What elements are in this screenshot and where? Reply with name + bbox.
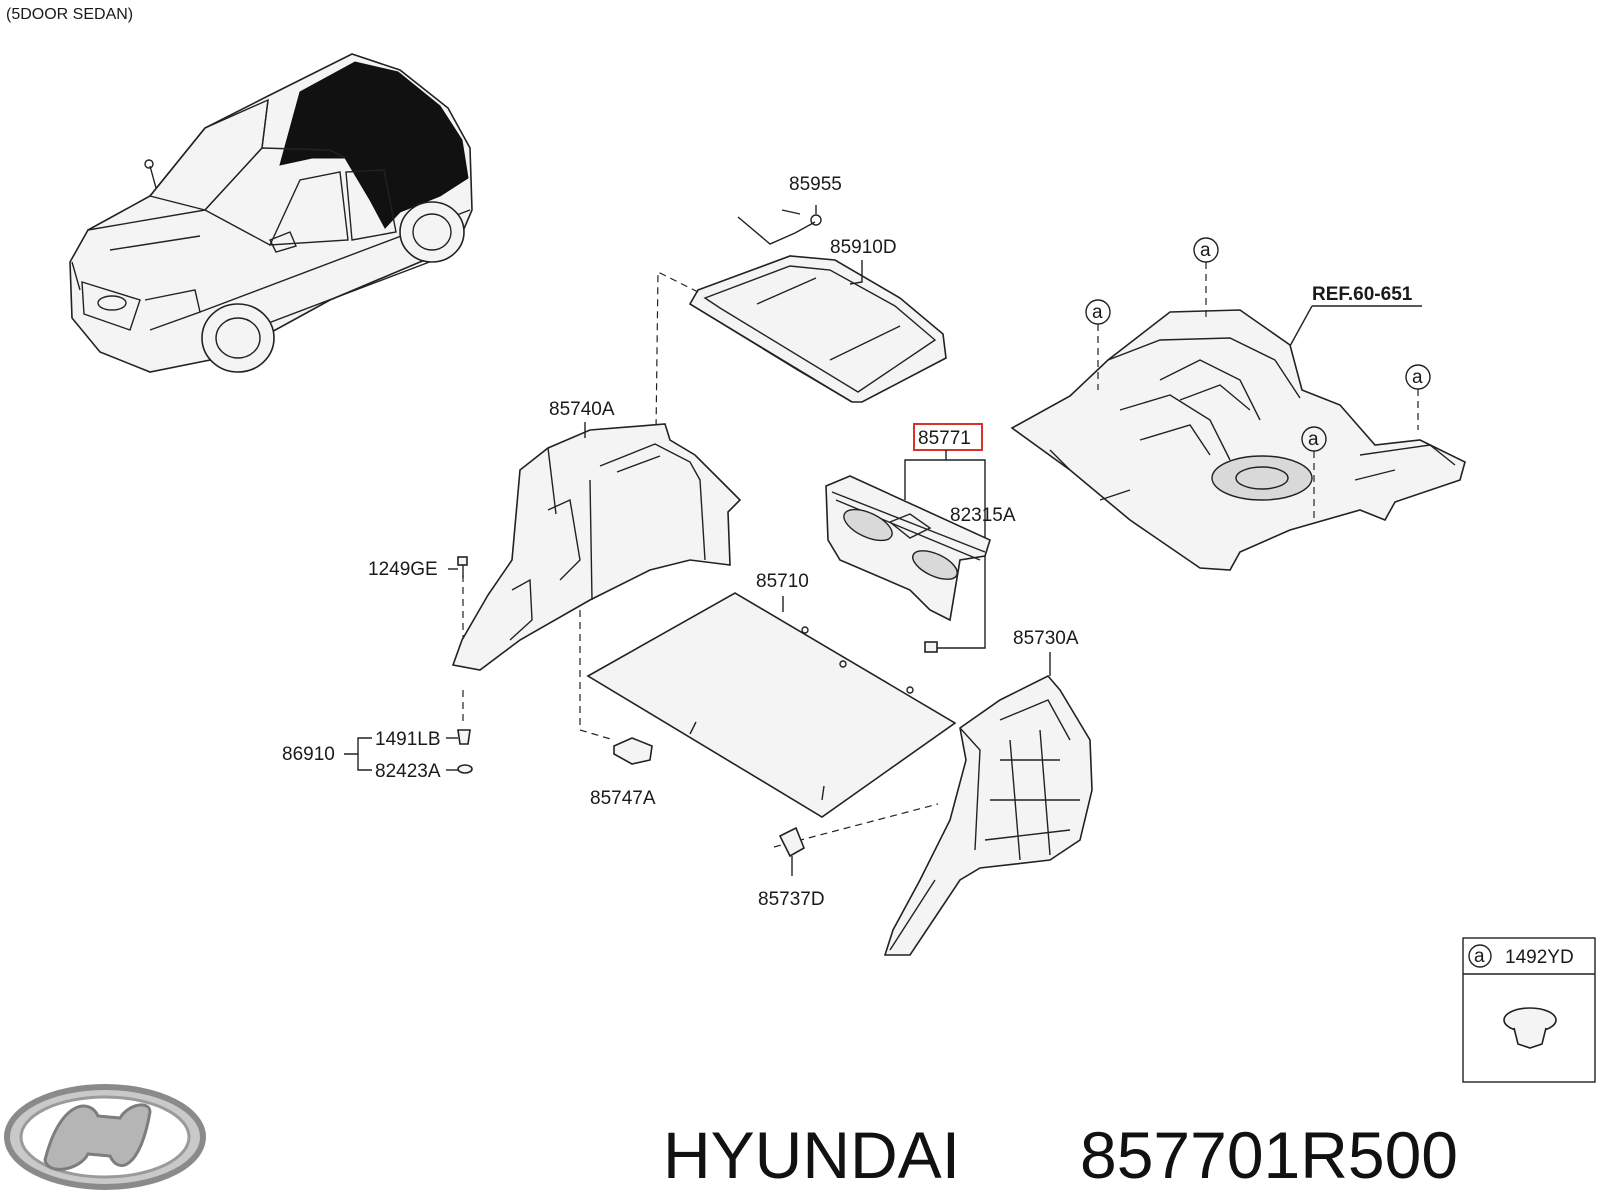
- svg-text:a: a: [1092, 302, 1103, 323]
- label-85910d: 85910D: [830, 237, 897, 258]
- floor-covering: [586, 592, 957, 818]
- label-85737d: 85737D: [758, 889, 825, 910]
- right-trim-panel: [883, 675, 1093, 956]
- part-number: 857701R500: [1080, 1118, 1458, 1192]
- clip-1492yd-icon: [1503, 1007, 1557, 1049]
- callout-a-4: a: [1301, 426, 1327, 520]
- clip-85737d: [778, 826, 806, 876]
- callout-a-1: a: [1193, 237, 1219, 318]
- hyundai-logo: [4, 1084, 206, 1190]
- label-1249ge: 1249GE: [368, 559, 438, 580]
- left-trim-panel: [451, 423, 742, 671]
- svg-text:a: a: [1308, 429, 1319, 450]
- label-85730a: 85730A: [1013, 628, 1079, 649]
- label-82423a: 82423A: [375, 761, 441, 782]
- floor-panel: [1010, 309, 1466, 571]
- inset-letter: a: [1474, 946, 1485, 967]
- highlight-box: [913, 423, 983, 451]
- car-illustration: [69, 53, 473, 373]
- brand-name: HYUNDAI: [663, 1118, 960, 1192]
- label-85740a: 85740A: [549, 399, 615, 420]
- svg-text:a: a: [1412, 367, 1423, 388]
- package-tray: [688, 255, 947, 403]
- svg-text:a: a: [1200, 240, 1211, 261]
- label-85955: 85955: [789, 174, 842, 195]
- hook-85747a: [613, 737, 653, 765]
- label-1491lb: 1491LB: [375, 729, 441, 750]
- label-82315a: 82315A: [950, 505, 1016, 526]
- callout-a-3: a: [1405, 364, 1431, 430]
- label-85771: 85771: [918, 428, 971, 449]
- label-85747a: 85747A: [590, 788, 656, 809]
- callout-a-2: a: [1085, 299, 1111, 390]
- rear-sill-trim: [825, 475, 991, 622]
- label-86910: 86910: [282, 744, 335, 765]
- inset-legend: a 1492YD: [1462, 937, 1596, 1083]
- model-caption: (5DOOR SEDAN): [6, 6, 133, 23]
- label-85710: 85710: [756, 571, 809, 592]
- inset-part-label: 1492YD: [1505, 947, 1574, 968]
- label-ref-60-651: REF.60-651: [1312, 284, 1413, 305]
